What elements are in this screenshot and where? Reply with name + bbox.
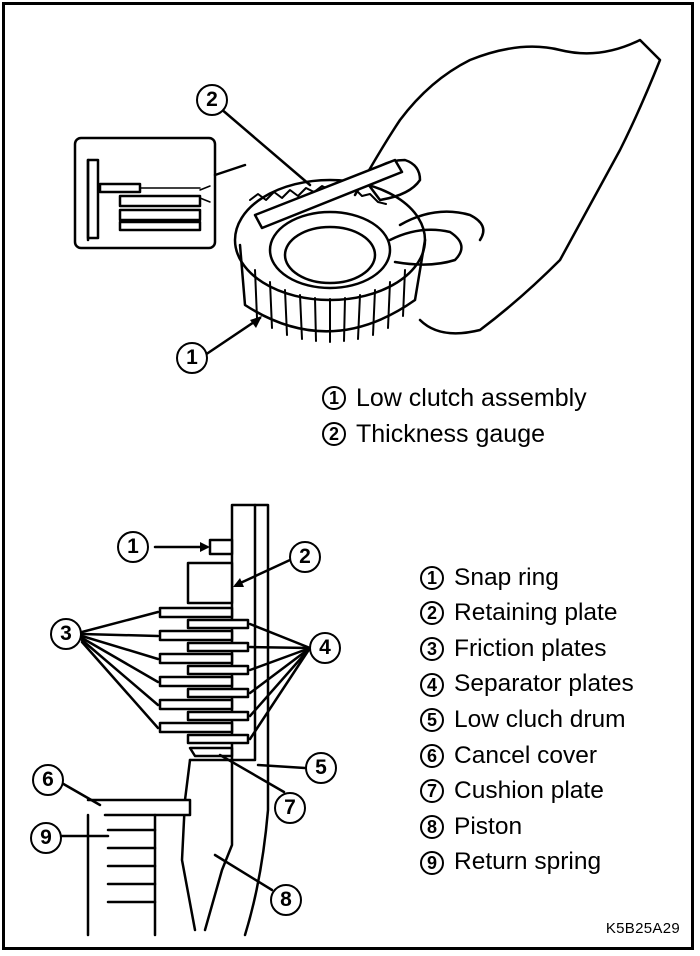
callout-thickness-gauge: 2 [196, 84, 228, 116]
callout-piston: 8 [270, 884, 302, 916]
legend-label: Thickness gauge [356, 419, 546, 448]
callout-cancel-cover: 6 [32, 764, 64, 796]
legend-label: Retaining plate [454, 599, 618, 627]
bottom-legend-item: 2 Retaining plate [420, 596, 634, 632]
legend-number: 8 [420, 814, 444, 839]
top-legend-item: 2 Thickness gauge [322, 416, 587, 452]
legend-label: Return spring [454, 848, 602, 876]
legend-number: 2 [322, 422, 346, 446]
legend-label: Piston [454, 812, 523, 840]
legend-label: Cushion plate [454, 777, 604, 805]
cross-section [58, 503, 312, 937]
return-spring [86, 813, 157, 937]
legend-number: 1 [420, 565, 444, 590]
legend-label: Cancel cover [454, 741, 597, 769]
inset-detail-box [73, 136, 217, 250]
callout-separator-plates: 4 [309, 632, 341, 664]
legend-label: Separator plates [454, 670, 634, 698]
retaining-plate [186, 561, 234, 605]
callout-low-cluch-drum: 5 [305, 752, 337, 784]
low-clutch-drum-wall [230, 503, 257, 762]
bottom-legend-item: 7 Cushion plate [420, 774, 634, 810]
top-legend: 1 Low clutch assembly 2 Thickness gauge [322, 380, 587, 452]
legend-number: 9 [420, 850, 444, 875]
legend-label: Friction plates [454, 634, 607, 662]
thickness-gauge-blade [253, 158, 404, 230]
legend-label: Low clutch assembly [356, 383, 587, 412]
callout-low-clutch-assembly: 1 [176, 342, 208, 374]
legend-label: Snap ring [454, 563, 559, 591]
piston [188, 758, 234, 932]
callout-cushion-plate: 7 [274, 792, 306, 824]
top-legend-item: 1 Low clutch assembly [322, 380, 587, 416]
legend-number: 4 [420, 672, 444, 697]
callout-friction-plates: 3 [50, 618, 82, 650]
legend-number: 7 [420, 779, 444, 804]
bottom-legend-item: 5 Low cluch drum [420, 702, 634, 738]
bottom-legend-item: 3 Friction plates [420, 631, 634, 667]
legend-number: 5 [420, 708, 444, 733]
legend-number: 3 [420, 636, 444, 661]
legend-label: Low cluch drum [454, 705, 626, 733]
hand-outline [353, 38, 662, 335]
callout-return-spring: 9 [30, 822, 62, 854]
legend-number: 6 [420, 743, 444, 768]
bottom-legend-item: 9 Return spring [420, 845, 634, 881]
bottom-legend-item: 1 Snap ring [420, 560, 634, 596]
bottom-legend: 1 Snap ring 2 Retaining plate 3 Friction plat… [420, 560, 634, 880]
snap-ring [208, 538, 234, 556]
legend-number: 2 [420, 601, 444, 626]
leader-clutch [203, 316, 262, 357]
bottom-legend-item: 8 Piston [420, 809, 634, 845]
cushion-plate [188, 746, 234, 758]
legend-number: 1 [322, 386, 346, 410]
bottom-legend-item: 4 Separator plates [420, 667, 634, 703]
callout-snap-ring: 1 [117, 531, 149, 563]
leader-gauge [218, 106, 312, 187]
clutch-plate-stack [158, 606, 250, 745]
cancel-cover [86, 798, 192, 817]
bottom-legend-item: 6 Cancel cover [420, 738, 634, 774]
callout-retaining-plate: 2 [289, 541, 321, 573]
figure-code: K5B25A29 [605, 920, 680, 937]
